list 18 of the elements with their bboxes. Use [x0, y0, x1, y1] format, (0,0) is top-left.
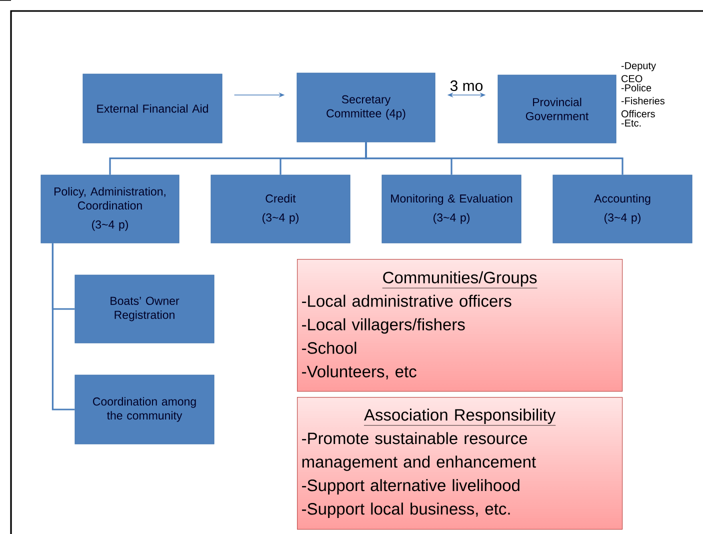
process-box: Secretary Committee (4p) [296, 72, 436, 142]
note-text: -Etc. [621, 120, 641, 127]
note-text: -Police [621, 84, 652, 92]
edge-label: 3 mo [448, 79, 484, 92]
process-box: Credit (3~4 p) [210, 174, 350, 244]
process-box: Coordination among the community [74, 374, 214, 444]
connector-line [365, 142, 624, 175]
process-box: Policy, Administration, Coordination (3~4 p) [40, 174, 180, 244]
process-box: External Financial Aid [82, 74, 222, 144]
note-text: -Deputy CEO [621, 62, 656, 82]
connector-line [52, 243, 75, 410]
text-box: Communities/Groups -Local administrative officers -Local villagers/fishers -School -Volunteers, etc [297, 259, 623, 392]
process-box: Boats’ Owner Registration [74, 274, 214, 344]
process-box: Accounting (3~4 p) [552, 174, 692, 244]
process-box: Provincial Government [498, 74, 616, 144]
note-text: -Fisheries Officers [621, 97, 665, 118]
process-box: Monitoring & Evaluation (3~4 p) [382, 174, 522, 244]
text-box: Association Responsibility -Promote sustainable resource management and enhancement -Support alternative livelihood -Support local business, etc. [297, 397, 623, 530]
